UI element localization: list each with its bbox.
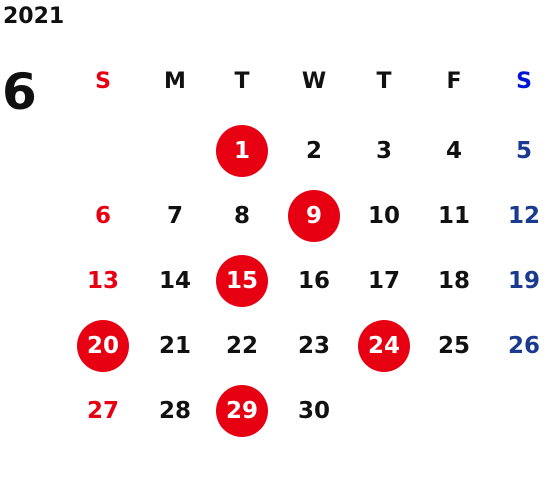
day-cell: 17: [367, 268, 400, 294]
highlighted-day-cell: 20: [77, 320, 129, 372]
day-cell: 16: [297, 268, 330, 294]
month-number: 6: [2, 63, 37, 121]
day-cell: 28: [158, 398, 191, 424]
day-cell: 3: [375, 138, 392, 164]
day-cell: 23: [297, 333, 330, 359]
day-cell: 19: [507, 268, 540, 294]
highlighted-day-cell: 15: [216, 255, 268, 307]
day-cell: 4: [445, 138, 462, 164]
day-cell: 2: [305, 138, 322, 164]
day-cell: 7: [166, 203, 183, 229]
weekday-header-friday: F: [446, 68, 462, 94]
weekday-header-monday: M: [164, 68, 186, 94]
highlighted-day-cell: 24: [358, 320, 410, 372]
day-cell: 27: [86, 398, 119, 424]
day-cell: 6: [94, 203, 111, 229]
day-cell: 21: [158, 333, 191, 359]
year-label: 2021: [3, 4, 65, 29]
highlighted-day-cell: 1: [216, 125, 268, 177]
day-cell: 18: [437, 268, 470, 294]
day-cell: 12: [507, 203, 540, 229]
day-cell: 8: [233, 203, 250, 229]
day-cell: 30: [297, 398, 330, 424]
weekday-header-saturday: S: [516, 68, 532, 94]
weekday-header-tuesday: T: [234, 68, 250, 94]
day-cell: 13: [86, 268, 119, 294]
highlighted-day-cell: 29: [216, 385, 268, 437]
day-cell: 10: [367, 203, 400, 229]
day-cell: 11: [437, 203, 470, 229]
day-cell: 22: [225, 333, 258, 359]
day-cell: 26: [507, 333, 540, 359]
day-cell: 14: [158, 268, 191, 294]
weekday-header-sunday: S: [95, 68, 111, 94]
day-cell: 5: [515, 138, 532, 164]
weekday-header-thursday: T: [376, 68, 392, 94]
weekday-header-wednesday: W: [301, 68, 327, 94]
day-cell: 25: [437, 333, 470, 359]
highlighted-day-cell: 9: [288, 190, 340, 242]
